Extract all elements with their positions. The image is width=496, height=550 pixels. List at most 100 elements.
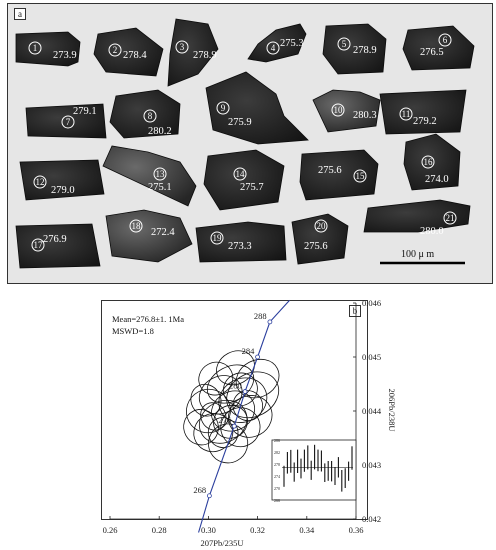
concordia-age-label: 284: [242, 346, 256, 356]
concordia-age-marker: [242, 389, 248, 394]
grain-number-circle: [143, 109, 157, 123]
inset-y-tick-label: 278: [274, 462, 280, 467]
grain-number-circle: [153, 167, 167, 181]
x-tick-label: 0.30: [201, 525, 216, 535]
y-tick-label: 0.043: [362, 460, 381, 470]
x-axis-title: 207Pb/235U: [201, 538, 244, 548]
grain-number-circle: [353, 169, 367, 183]
grain-number: 7: [66, 117, 71, 127]
grain-age-label: 275.6: [318, 165, 342, 176]
y-tick-label: 0.042: [362, 514, 381, 524]
zircon-grain-6: [402, 25, 475, 71]
error-ellipse: [220, 407, 261, 448]
grain-number: 13: [156, 169, 166, 179]
grain-number-circle: [33, 175, 47, 189]
zircon-grain-1: [15, 31, 81, 67]
concordia-age-label: 288: [254, 311, 267, 321]
inset-y-tick-label: 286: [274, 438, 280, 443]
grain-age-label: 275.9: [228, 117, 252, 128]
zircon-grain-5: [322, 23, 387, 75]
grain-number: 20: [317, 221, 327, 231]
panel-a-tag: a: [14, 8, 26, 20]
grain-number-circle: [216, 101, 230, 115]
grain-age-label: 279.0: [51, 185, 75, 196]
error-ellipse: [213, 404, 248, 439]
grain-number: 10: [334, 105, 344, 115]
grain-number-circle: [421, 155, 435, 169]
zircon-grain-9: [205, 71, 309, 145]
grain-number-circle: [266, 41, 280, 55]
error-ellipse: [226, 371, 280, 419]
zircon-grain-17: [15, 223, 101, 269]
mean-age-text: Mean=276.8±1. 1Ma: [112, 314, 184, 324]
grain-age-label: 279.1: [73, 106, 97, 117]
zircon-grain-18: [105, 209, 193, 263]
grain-age-label: 280.2: [148, 126, 172, 137]
error-ellipse: [222, 372, 258, 407]
grain-age-label: 280.0: [420, 226, 444, 237]
grain-age-label: 275.3: [280, 38, 304, 49]
y-tick-label: 0.044: [362, 406, 382, 416]
x-tick-label: 0.28: [152, 525, 167, 535]
inset-y-tick-label: 274: [274, 474, 280, 479]
grain-number: 18: [132, 221, 142, 231]
grain-number: 5: [342, 39, 347, 49]
grain-number: 9: [221, 103, 226, 113]
x-tick-label: 0.36: [349, 525, 364, 535]
zircon-grain-13: [102, 145, 197, 207]
grain-number-circle: [337, 37, 351, 51]
grain-age-label: 272.4: [151, 227, 175, 238]
error-ellipse: [190, 383, 222, 417]
error-ellipse: [200, 402, 227, 431]
error-ellipse: [235, 358, 280, 399]
grain-age-label: 275.7: [240, 182, 264, 193]
grain-number: 6: [443, 35, 448, 45]
y-tick-label: 0.046: [362, 298, 381, 308]
grain-number: 3: [180, 42, 185, 52]
zircon-grain-11: [379, 89, 467, 135]
grain-age-label: 273.9: [53, 50, 77, 61]
x-tick-label: 0.32: [250, 525, 265, 535]
error-ellipse: [216, 350, 255, 386]
panel-b-tag: b: [349, 305, 361, 317]
grain-number-circle: [61, 115, 75, 129]
zircon-grain-2: [93, 27, 164, 77]
grain-age-label: 278.4: [123, 50, 147, 61]
grain-age-label: 274.0: [425, 174, 449, 185]
grain-number: 15: [356, 171, 366, 181]
grain-age-label: 276.9: [43, 234, 67, 245]
grain-number: 17: [34, 240, 44, 250]
grain-number-circle: [108, 43, 122, 57]
error-ellipse: [208, 423, 249, 464]
grain-age-label: 279.2: [413, 116, 437, 127]
concordia-age-label: 276: [218, 415, 231, 425]
concordia-age-marker: [255, 354, 261, 360]
zircon-grain-12: [19, 159, 105, 201]
concordia-age-label: 268: [193, 485, 206, 495]
grain-number: 19: [213, 233, 223, 243]
inset-y-tick-label: 266: [274, 498, 280, 503]
grain-number: 1: [33, 43, 38, 53]
zircon-grain-16: [403, 133, 461, 191]
zircon-grain-3: [167, 18, 219, 87]
grain-age-label: 276.5: [420, 47, 444, 58]
grain-number-circle: [399, 107, 413, 121]
grain-age-label: 278.9: [353, 45, 377, 56]
zircon-grain-20: [291, 213, 349, 265]
grain-age-label: 278.9: [193, 50, 217, 61]
concordia-age-marker: [267, 319, 273, 325]
x-tick-label: 0.26: [103, 525, 118, 535]
zircon-grain-10: [312, 89, 381, 133]
zircon-grain-14: [203, 149, 285, 211]
grain-number-circle: [129, 219, 143, 233]
inset-y-tick-label: 270: [274, 486, 280, 491]
error-ellipse: [228, 395, 273, 438]
scale-bar-label: 100 μ m: [401, 249, 434, 260]
grain-age-label: 280.3: [353, 110, 377, 121]
y-tick-label: 0.045: [362, 352, 381, 362]
mswd-text: MSWD=1.8: [112, 326, 154, 336]
grain-number-circle: [31, 238, 45, 252]
